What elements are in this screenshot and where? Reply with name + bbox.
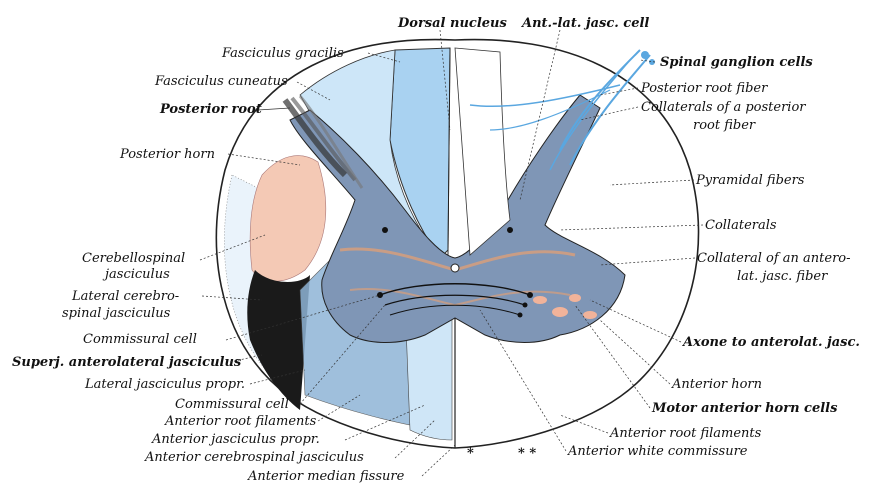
label-collaterals-posterior-2: root fiber [693, 118, 756, 133]
lateral-cerebrospinal-region [247, 270, 310, 410]
commissural-fibers [377, 227, 533, 318]
label-star-double: * * [518, 446, 536, 461]
label-anterior-white-commissure: Anterior white commissure [567, 444, 748, 459]
right-root-fibers [469, 49, 655, 171]
label-pyramidal-fibers: Pyramidal fibers [695, 173, 805, 188]
label-axone-anterolat: Axone to anterolat. jasc. [681, 335, 860, 350]
label-anterior-jasc-propr: Anterior jasciculus propr. [151, 432, 320, 447]
gray-matter [289, 94, 626, 343]
label-spinal-ganglion-cells: Spinal ganglion cells [660, 55, 813, 70]
posterior-root-left [282, 95, 364, 189]
label-posterior-root: Posterior root [159, 102, 262, 117]
label-collaterals: Collaterals [705, 218, 777, 233]
posterior-median-septum [447, 47, 451, 256]
label-fasciculus-cuneatus: Fasciculus cuneatus [154, 74, 288, 89]
label-star-single: * [467, 446, 474, 461]
leader-lines [199, 29, 704, 477]
label-motor-anterior-horn-cells: Motor anterior horn cells [651, 401, 838, 416]
label-posterior-root-fiber: Posterior root fiber [640, 81, 768, 96]
label-lateral-jasc-propr: Lateral jasciculus propr. [84, 377, 245, 392]
label-superf-anterolateral: Superj. anterolateral jasciculus [12, 355, 242, 370]
label-fasciculus-gracilis: Fasciculus gracilis [221, 46, 344, 61]
label-commissural-cell-2: Commissural cell [175, 397, 289, 412]
cerebellospinal-region [249, 155, 327, 282]
right-dorsal-column [454, 47, 511, 256]
motor-cells-right [533, 294, 597, 319]
label-collateral-antero-1: Collateral of an antero- [697, 251, 851, 266]
label-cerebellospinal-2: jasciculus [102, 267, 170, 282]
cord-section [215, 38, 700, 449]
label-collaterals-posterior-1: Collaterals of a posterior [641, 100, 806, 115]
label-cerebellospinal-1: Cerebellospinal [82, 251, 185, 266]
label-ant-lat-jasc-cell: Ant.-lat. jasc. cell [520, 16, 649, 31]
label-posterior-horn: Posterior horn [119, 147, 215, 162]
label-lateral-cerebro-2: spinal jasciculus [62, 306, 171, 321]
central-canal [450, 263, 460, 273]
label-anterior-root-filaments-right: Anterior root filaments [609, 426, 762, 441]
superficial-band-left [224, 174, 301, 381]
label-anterior-median-fissure: Anterior median fissure [247, 469, 405, 484]
labels: Dorsal nucleus Ant.-lat. jasc. cell Fasc… [12, 16, 860, 484]
label-anterior-root-filaments-left: Anterior root filaments [164, 414, 317, 429]
label-collateral-antero-2: lat. jasc. fiber [737, 269, 828, 284]
label-dorsal-nucleus: Dorsal nucleus [397, 16, 507, 31]
label-lateral-cerebro-1: Lateral cerebro- [71, 289, 179, 304]
label-commissural-cell-1: Commissural cell [83, 332, 197, 347]
label-anterior-horn: Anterior horn [671, 377, 762, 392]
label-anterior-cerebrospinal: Anterior cerebrospinal jasciculus [144, 450, 364, 465]
